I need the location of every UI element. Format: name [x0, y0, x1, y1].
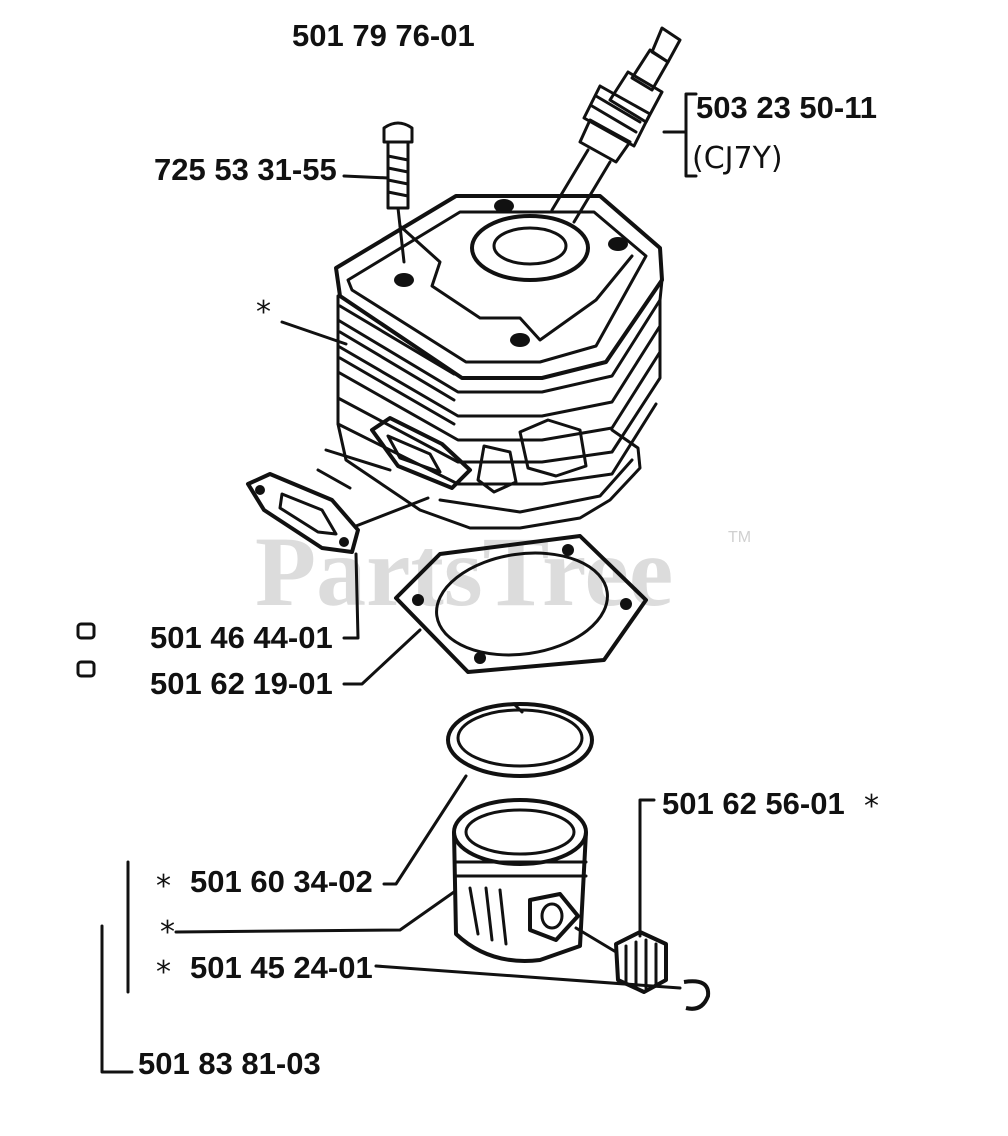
watermark-tm: TM [728, 529, 751, 546]
bolt-drawing [382, 121, 414, 264]
label-piston-ring: 501 60 34-02 [190, 864, 373, 899]
label-piston-bearing-marker: * [864, 789, 879, 824]
cylinder-drawing [316, 194, 664, 530]
label-circlip: 501 45 24-01 [190, 950, 373, 985]
label-piston-kit: 501 83 81-03 [138, 1046, 321, 1081]
label-piston-bearing: 501 62 56-01 [662, 786, 845, 821]
label-spark-plug-type: (CJ7Y) [692, 141, 783, 176]
piston-ring-drawing [446, 702, 594, 778]
piston-drawing [452, 798, 588, 963]
square-outline-icon [76, 622, 96, 640]
base-gasket-drawing [394, 534, 648, 674]
leader-lines [100, 92, 698, 1074]
square-outline-icon [76, 660, 96, 678]
label-spark-plug: 503 23 50-11 [696, 90, 877, 125]
small-gasket-drawing [246, 472, 360, 554]
label-cylinder-marker: * [256, 295, 271, 330]
label-cylinder-assembly: 501 79 76-01 [292, 18, 475, 53]
label-piston-marker: * [160, 915, 175, 950]
label-circlip-marker: * [156, 955, 171, 990]
label-bolt: 725 53 31-55 [154, 152, 337, 187]
label-piston-ring-marker: * [156, 869, 171, 904]
spark-plug-drawing [550, 26, 682, 224]
label-gasket-small: 501 46 44-01 [150, 620, 333, 655]
label-gasket-base: 501 62 19-01 [150, 666, 333, 701]
circlip-drawing [574, 926, 711, 1011]
